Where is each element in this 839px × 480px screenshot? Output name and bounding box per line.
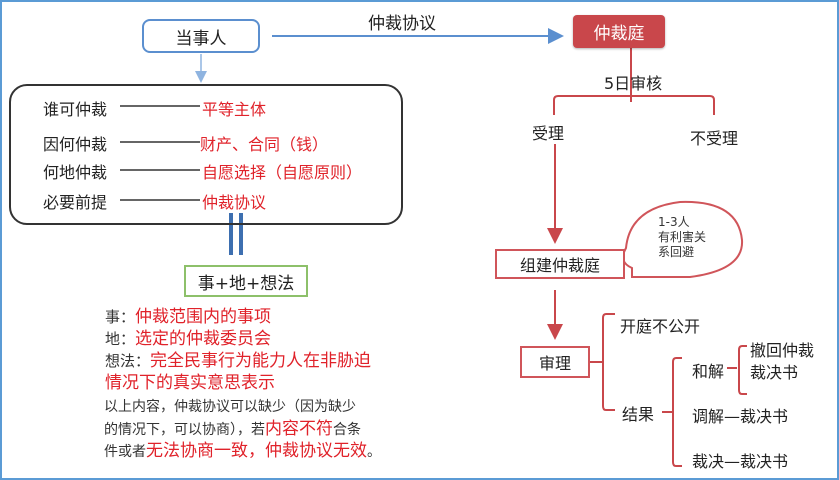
form-tribunal-box: 组建仲裁庭 (495, 249, 625, 279)
settlement-options: 撤回仲裁 裁决书 (750, 340, 814, 384)
note-highlight: 内容不符 (265, 419, 333, 439)
answer-where: 自愿选择（自愿原则） (202, 163, 363, 182)
explanation-key: 地： (105, 330, 136, 348)
explanation-key: 想法： (105, 352, 151, 370)
party-box: 当事人 (142, 19, 260, 53)
trial-label: 审理 (538, 354, 571, 373)
summary-label: 事+地+想法 (197, 273, 295, 294)
note-line-3: 件或者无法协商一致，仲裁协议无效。 (104, 440, 381, 463)
note-text: 件或者 (104, 444, 146, 460)
bubble-line: 有利害关 (658, 230, 707, 244)
explanation-value: 选定的仲裁委员会 (135, 329, 272, 349)
conditions-box (9, 84, 403, 225)
trial-box: 审理 (520, 346, 590, 378)
review-bracket (553, 95, 715, 115)
award-label: 裁决—裁决书 (692, 452, 789, 471)
explanation-intent-cont: 情况下的真实意思表示 (105, 373, 275, 394)
explanation-matter: 事：仲裁范围内的事项 (105, 307, 271, 328)
closed-hearing-label: 开庭不公开 (620, 317, 701, 336)
bubble-line: 系回避 (658, 245, 695, 259)
tribunal-label: 仲裁庭 (593, 24, 645, 44)
answer-why: 财产、合同（钱） (200, 135, 329, 154)
note-line-2: 的情况下，可以协商），若内容不符合条 (104, 418, 361, 441)
result-label: 结果 (622, 405, 655, 424)
explanation-place: 地：选定的仲裁委员会 (105, 329, 271, 350)
note-line-1: 以上内容，仲裁协议可以缺少（因为缺少 (104, 399, 356, 415)
explanation-value: 完全民事行为能力人在非胁迫 (150, 351, 372, 371)
accept-label: 受理 (532, 124, 565, 143)
explanation-key: 事： (105, 308, 136, 326)
result-brace (672, 357, 682, 467)
question-who: 谁可仲裁 (43, 100, 108, 119)
agreement-label: 仲裁协议 (368, 14, 436, 34)
settlement-brace (738, 345, 747, 395)
tribunal-box: 仲裁庭 (573, 15, 665, 48)
summary-box: 事+地+想法 (184, 265, 308, 297)
settlement-option: 裁决书 (750, 363, 799, 382)
explanation-value: 情况下的真实意思表示 (105, 373, 275, 393)
note-highlight: 无法协商一致，仲裁协议无效 (146, 441, 367, 461)
question-premise: 必要前提 (43, 193, 108, 212)
explanation-value: 仲裁范围内的事项 (135, 307, 272, 327)
mediation-label: 调解—裁决书 (692, 407, 789, 426)
bubble-line: 1-3人 (658, 215, 690, 229)
bubble-text: 1-3人 有利害关 系回避 (658, 215, 706, 260)
note-text: 合条 (333, 422, 361, 438)
note-text: 。 (367, 444, 381, 460)
form-tribunal-label: 组建仲裁庭 (519, 256, 600, 275)
explanation-intent: 想法：完全民事行为能力人在非胁迫 (105, 351, 371, 372)
question-where: 何地仲裁 (43, 163, 108, 182)
answer-who: 平等主体 (202, 100, 267, 119)
trial-brace (602, 313, 615, 411)
party-label: 当事人 (175, 28, 227, 49)
reject-label: 不受理 (690, 129, 739, 148)
settlement-option: 撤回仲裁 (750, 341, 815, 360)
settlement-label: 和解 (692, 362, 725, 381)
answer-premise: 仲裁协议 (202, 193, 267, 212)
note-text: 的情况下，可以协商），若 (104, 422, 265, 438)
review-label: 5日审核 (604, 74, 663, 93)
question-why: 因何仲裁 (43, 135, 108, 154)
